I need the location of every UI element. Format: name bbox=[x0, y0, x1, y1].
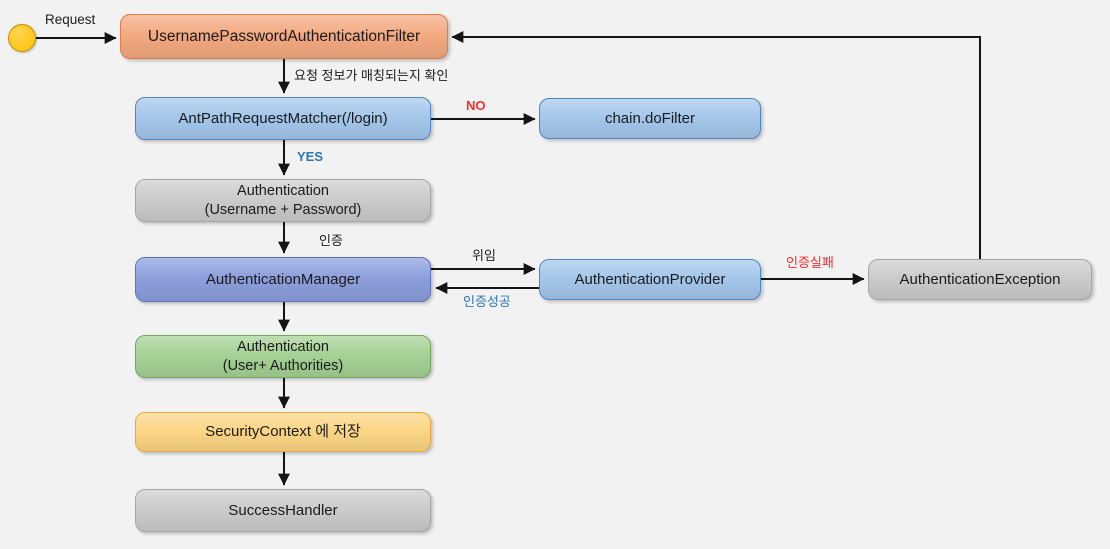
node-label-line1: Authentication bbox=[237, 182, 329, 199]
node-label: AntPathRequestMatcher(/login) bbox=[178, 109, 388, 127]
edge-label-yes: YES bbox=[297, 149, 324, 164]
node-label-line2: (Username + Password) bbox=[204, 201, 362, 218]
node-label: chain.doFilter bbox=[604, 109, 696, 127]
node-label-line1: Authentication bbox=[237, 338, 329, 355]
node-authentication-exception: AuthenticationException bbox=[868, 259, 1092, 300]
node-authentication-credentials: Authentication (Username + Password) bbox=[135, 179, 431, 222]
node-success-handler: SuccessHandler bbox=[135, 489, 431, 532]
node-label: SecurityContext 에 저장 bbox=[205, 423, 361, 441]
node-authentication-manager: AuthenticationManager bbox=[135, 257, 431, 302]
node-label: UsernamePasswordAuthenticationFilter bbox=[147, 27, 421, 45]
node-label: AuthenticationProvider bbox=[574, 270, 726, 288]
node-authentication-provider: AuthenticationProvider bbox=[539, 259, 761, 300]
node-chain-do-filter: chain.doFilter bbox=[539, 98, 761, 139]
edge-exception-return-arrow bbox=[451, 31, 981, 259]
edge-label-request: Request bbox=[45, 12, 96, 27]
node-username-password-authentication-filter: UsernamePasswordAuthenticationFilter bbox=[120, 14, 448, 59]
node-label: AuthenticationManager bbox=[205, 270, 361, 288]
edge-label-delegate: 위임 bbox=[472, 248, 496, 263]
edge-label-auth-success: 인증성공 bbox=[463, 294, 511, 309]
edge-label-authenticate: 인증 bbox=[319, 233, 343, 248]
start-circle-icon bbox=[8, 24, 36, 52]
edge-label-auth-fail: 인증실패 bbox=[786, 255, 834, 270]
node-ant-path-request-matcher: AntPathRequestMatcher(/login) bbox=[135, 97, 431, 140]
node-authentication-authorities: Authentication (User+ Authorities) bbox=[135, 335, 431, 378]
node-label: SuccessHandler bbox=[228, 501, 338, 519]
node-label: AuthenticationException bbox=[899, 270, 1061, 288]
node-security-context-store: SecurityContext 에 저장 bbox=[135, 412, 431, 452]
node-label-line2: (User+ Authorities) bbox=[222, 357, 344, 374]
edge-label-match-check: 요청 정보가 매칭되는지 확인 bbox=[294, 68, 449, 83]
edge-label-no: NO bbox=[466, 98, 486, 113]
